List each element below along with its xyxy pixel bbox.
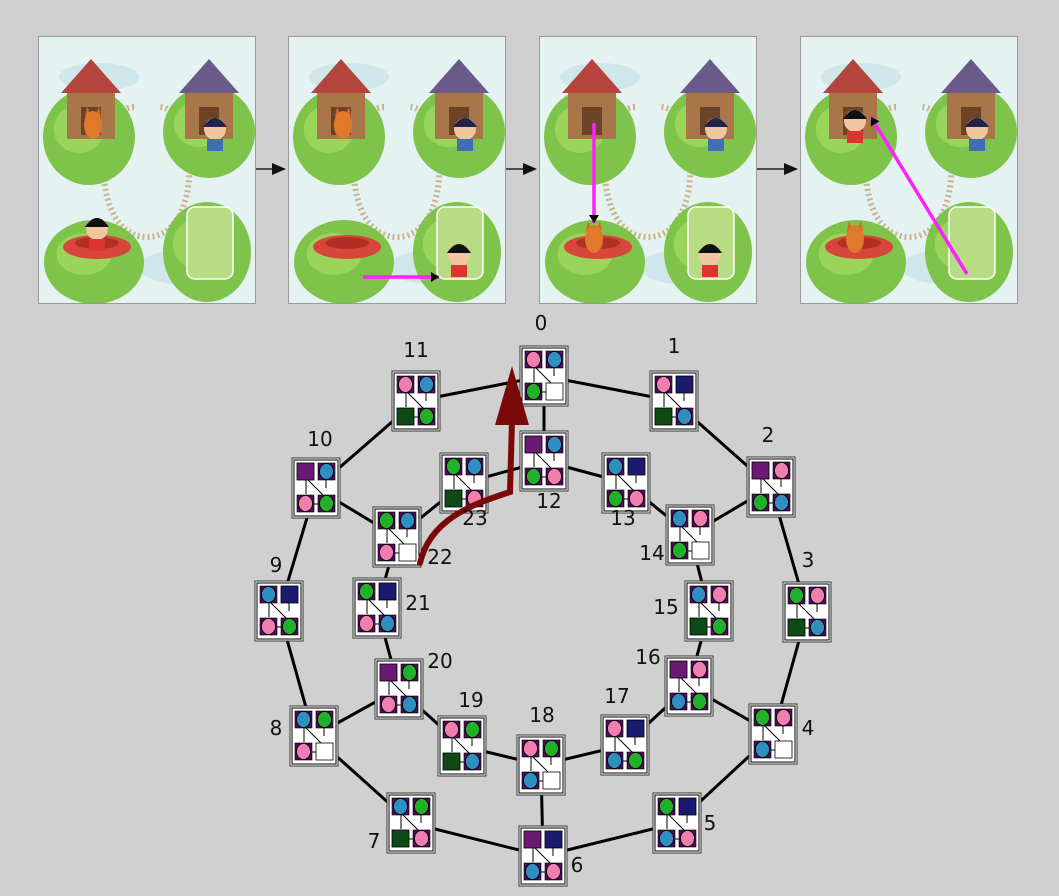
state-node-9: [254, 580, 304, 642]
node-label-11: 11: [403, 338, 428, 362]
state-node-5: [652, 792, 702, 854]
state-node-12: [519, 430, 569, 492]
node-label-10: 10: [307, 427, 332, 451]
node-label-15: 15: [653, 595, 678, 619]
puzzle-scene-2: [289, 37, 505, 303]
state-node-3: [782, 581, 832, 643]
node-label-0: 0: [535, 311, 548, 335]
node-label-16: 16: [635, 645, 660, 669]
state-node-6: [518, 825, 568, 887]
state-node-19: [437, 715, 487, 777]
node-label-8: 8: [270, 716, 283, 740]
node-label-23: 23: [462, 506, 487, 530]
state-node-21: [352, 577, 402, 639]
puzzle-scene-4: [801, 37, 1017, 303]
panel-transition-arrow: [757, 163, 798, 175]
state-node-4: [748, 703, 798, 765]
state-node-13: [601, 452, 651, 514]
node-label-14: 14: [639, 541, 664, 565]
node-label-9: 9: [270, 553, 283, 577]
panel-transition-arrow: [256, 163, 286, 175]
state-node-11: [391, 370, 441, 432]
move-arrow-4: [869, 116, 969, 275]
state-node-23: [439, 452, 489, 514]
state-node-10: [291, 457, 341, 519]
state-node-22: [372, 506, 422, 568]
node-label-13: 13: [610, 506, 635, 530]
node-label-5: 5: [704, 811, 717, 835]
node-label-4: 4: [802, 716, 815, 740]
state-node-2: [746, 456, 796, 518]
node-label-7: 7: [368, 829, 381, 853]
state-node-0: [519, 345, 569, 407]
highlighted-path-arrow: [417, 366, 529, 566]
node-label-12: 12: [536, 489, 561, 513]
node-label-20: 20: [427, 649, 452, 673]
puzzle-panel-1: [38, 36, 256, 304]
state-node-17: [600, 714, 650, 776]
state-node-7: [386, 792, 436, 854]
state-node-20: [374, 658, 424, 720]
graph-nodes: [254, 345, 832, 887]
node-label-21: 21: [405, 591, 430, 615]
node-label-22: 22: [427, 545, 452, 569]
puzzle-scene-1: [39, 37, 255, 303]
panel-transition-arrow: [506, 163, 537, 175]
state-node-8: [289, 705, 339, 767]
node-label-18: 18: [529, 703, 554, 727]
puzzle-panel-3: [539, 36, 757, 304]
node-label-19: 19: [458, 688, 483, 712]
puzzle-panel-4: [800, 36, 1018, 304]
puzzle-scene-3: [540, 37, 756, 303]
state-node-15: [684, 580, 734, 642]
state-node-14: [665, 504, 715, 566]
node-label-1: 1: [668, 334, 681, 358]
node-label-17: 17: [604, 684, 629, 708]
node-label-6: 6: [571, 853, 584, 877]
state-node-18: [516, 734, 566, 796]
node-label-2: 2: [762, 423, 775, 447]
state-node-16: [664, 655, 714, 717]
puzzle-panel-2: [288, 36, 506, 304]
node-label-3: 3: [802, 548, 815, 572]
state-node-1: [649, 370, 699, 432]
